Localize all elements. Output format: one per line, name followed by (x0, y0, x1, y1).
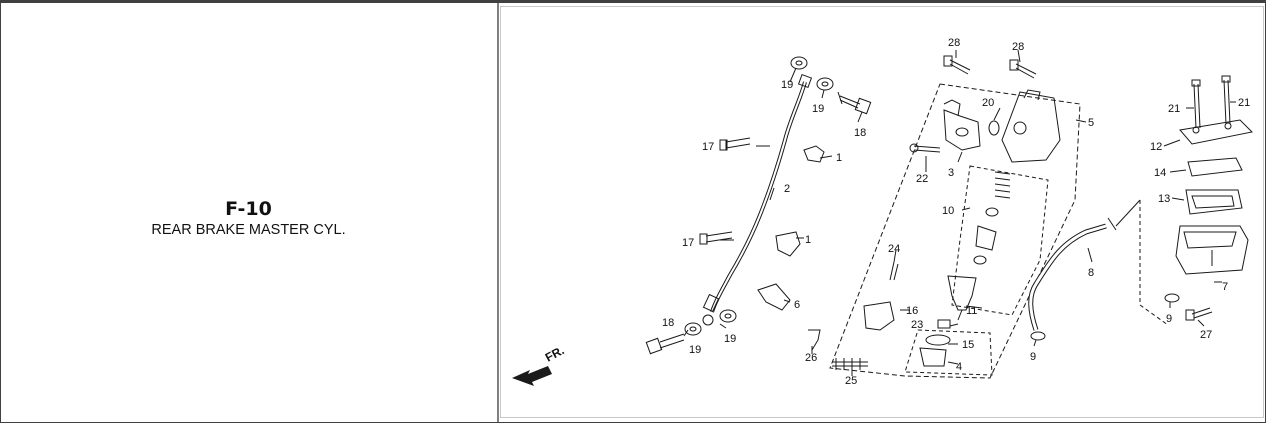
callout-19: 19 (812, 103, 824, 115)
assembly-outline-reservoir (1139, 200, 1169, 326)
callout-23: 23 (911, 319, 923, 331)
spring-22 (913, 145, 941, 153)
front-direction-indicator: FR. (512, 343, 566, 386)
assembly-outline-main (829, 83, 1081, 379)
bolt-17-bottom (705, 231, 733, 243)
callout-18: 18 (662, 317, 674, 329)
callout-20: 20 (982, 97, 994, 109)
callout-27: 27 (1200, 329, 1212, 341)
cotter-pin-24 (889, 261, 899, 281)
diaphragm-13 (1185, 189, 1243, 215)
callout-5: 5 (1088, 117, 1094, 129)
o-ring-20 (988, 120, 1000, 136)
washer-19-low-a (684, 322, 702, 336)
front-arrow-icon (512, 366, 552, 386)
joint-3 (943, 109, 981, 151)
callout-6: 6 (794, 299, 800, 311)
piston-10 (975, 225, 997, 251)
callout-12: 12 (1150, 141, 1162, 153)
plate-14 (1187, 157, 1243, 177)
screw-21-right (1223, 79, 1231, 125)
callout-9: 9 (1030, 351, 1036, 363)
seal-10 (985, 207, 999, 217)
brake-hose (710, 81, 807, 313)
callout-17: 17 (702, 141, 714, 153)
leader-lines (683, 49, 1236, 376)
bolt-28-left (949, 59, 971, 75)
callout-24: 24 (888, 243, 900, 255)
section-code: F-10 (225, 197, 272, 220)
section-name: REAR BRAKE MASTER CYL. (151, 221, 346, 238)
panel-divider (497, 3, 499, 422)
clip-9-right (1164, 293, 1180, 303)
washer-19-top (790, 56, 808, 70)
cap-12 (1179, 119, 1254, 145)
assembly-outline-seal (904, 329, 993, 376)
callout-13: 13 (1158, 193, 1170, 205)
bolt-18-bottom (645, 337, 663, 355)
pin-26 (808, 329, 821, 351)
callout-26: 26 (805, 352, 817, 364)
push-rod-11 (947, 275, 977, 311)
bolt-27 (1191, 307, 1213, 319)
callout-19: 19 (781, 79, 793, 91)
clamp-1-top (803, 145, 825, 163)
callout-18: 18 (854, 127, 866, 139)
assembly-outline-piston (951, 165, 1049, 316)
spring-10 (994, 171, 1011, 199)
callout-4: 4 (956, 361, 962, 373)
clip-9-left (1030, 331, 1046, 341)
nut-23 (937, 319, 951, 329)
boot-4 (919, 347, 947, 367)
washer-19-low-b (719, 309, 737, 323)
callout-21: 21 (1238, 97, 1250, 109)
callout-19: 19 (724, 333, 736, 345)
callout-14: 14 (1154, 167, 1166, 179)
section-label-panel: F-10 REAR BRAKE MASTER CYL. (1, 3, 496, 422)
callout-11: 11 (966, 305, 977, 317)
washer-19-mid (816, 77, 834, 91)
bolt-28-right (1015, 63, 1037, 79)
clamp-1-bottom (775, 231, 801, 257)
bracket-6 (757, 283, 791, 311)
bolt-18-top (837, 91, 861, 109)
callout-8: 8 (1088, 267, 1094, 279)
callout-2: 2 (784, 183, 790, 195)
callout-28: 28 (948, 37, 960, 49)
hose-fitting-top (797, 73, 813, 89)
front-direction-label: FR. (543, 343, 567, 364)
callout-9: 9 (1166, 313, 1172, 325)
screw-21-left (1193, 83, 1201, 129)
exploded-diagram-panel (500, 6, 1264, 418)
callout-15: 15 (962, 339, 974, 351)
callout-28: 28 (1012, 41, 1024, 53)
callout-1: 1 (836, 152, 842, 164)
reservoir-7 (1175, 225, 1249, 275)
spring-25 (832, 358, 868, 370)
callout-1: 1 (805, 234, 811, 246)
callout-21: 21 (1168, 103, 1180, 115)
hose-eyelet-bottom (702, 314, 714, 326)
callout-10: 10 (942, 205, 954, 217)
callout-3: 3 (948, 167, 954, 179)
callout-22: 22 (916, 173, 928, 185)
callout-17: 17 (682, 237, 694, 249)
callout-7: 7 (1222, 281, 1228, 293)
hose-fitting-bottom (702, 293, 720, 313)
callout-labels: 28 28 19 19 18 17 1 2 17 1 6 18 19 19 20… (662, 37, 1250, 387)
bolt-17-top (725, 137, 751, 150)
circlip-15 (925, 334, 951, 346)
callout-16: 16 (906, 305, 918, 317)
callout-25: 25 (845, 375, 857, 387)
master-cylinder-body (1001, 91, 1061, 163)
clevis-16 (863, 301, 895, 331)
callout-19: 19 (689, 344, 701, 356)
